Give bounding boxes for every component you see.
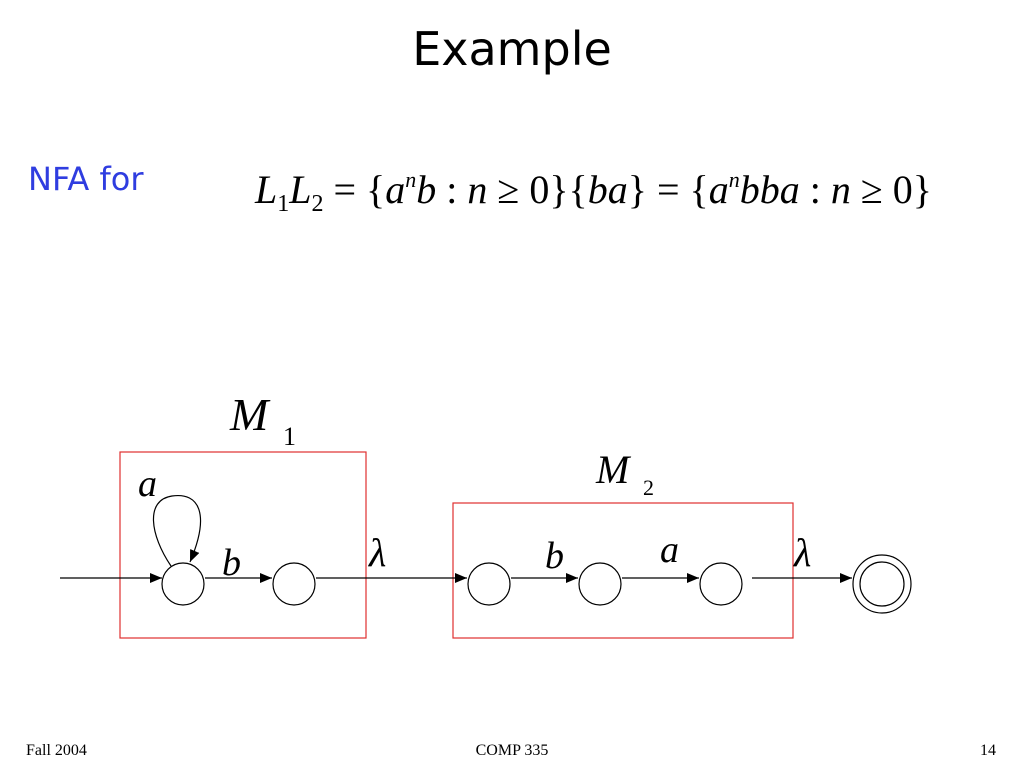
formula-n1: n	[405, 167, 417, 192]
state-m1-initial	[161, 562, 205, 606]
machine2-index: 2	[643, 475, 654, 500]
machine1-index: 1	[283, 422, 296, 451]
self-loop-label: a	[138, 463, 157, 505]
formula-L1: L	[255, 167, 278, 212]
footer-course: COMP 335	[475, 742, 549, 759]
nfa-label: NFA for	[28, 160, 144, 198]
lambda1-label: λ	[368, 530, 386, 575]
formula-L2: L	[289, 167, 312, 212]
formula-sub2: 2	[311, 191, 324, 217]
machine1-box	[119, 451, 367, 639]
formula-a1: a	[385, 167, 406, 212]
footer-page-number: 14	[980, 742, 996, 759]
m2-transition1-label: b	[545, 535, 564, 577]
formula-colon2: :	[799, 167, 831, 212]
formula-tail: ≥ 0}	[850, 167, 932, 212]
formula-colon1: :	[436, 167, 468, 212]
formula-eq1: = {	[323, 167, 386, 212]
formula-bba: bba	[739, 167, 800, 212]
m1-transition-label: b	[222, 542, 241, 584]
formula-b1: b	[416, 167, 437, 212]
language-formula: L1L2 = {anb : n ≥ 0}{ba} = {anbba : n ≥ …	[255, 166, 932, 218]
slide-title: Example	[412, 22, 612, 76]
state-m1-final	[272, 562, 316, 606]
m2-transition2-label: a	[660, 529, 679, 571]
formula-geq1: ≥ 0}{	[487, 167, 588, 212]
state-m2-final	[699, 562, 743, 606]
machine2-name: M	[595, 447, 632, 492]
machine2-box	[452, 502, 794, 639]
formula-cond-n1: n	[467, 167, 488, 212]
formula-n2: n	[728, 167, 740, 192]
formula-eq2: } = {	[627, 167, 709, 212]
formula-a2: a	[708, 167, 729, 212]
formula-cond-n2: n	[830, 167, 851, 212]
machine1-name: M	[229, 389, 271, 440]
state-m2-middle	[578, 562, 622, 606]
self-loop-arrow	[152, 494, 202, 567]
state-m2-initial	[467, 562, 511, 606]
footer-term: Fall 2004	[26, 742, 87, 759]
formula-ba: ba	[587, 167, 628, 212]
formula-sub1: 1	[277, 191, 290, 217]
state-accept-inner	[859, 561, 905, 607]
lambda2-label: λ	[793, 530, 811, 575]
